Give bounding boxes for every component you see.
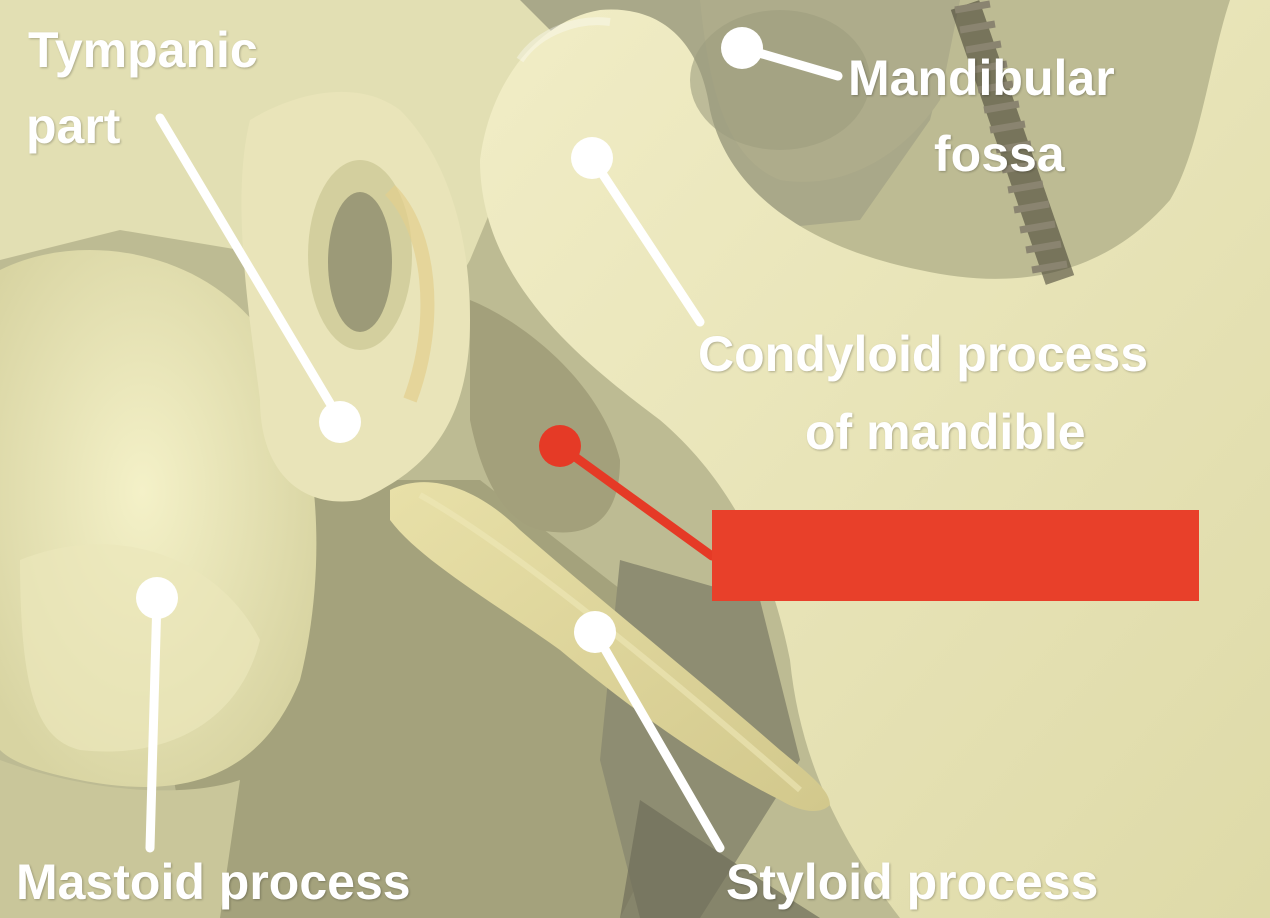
- tympanic-part-pointer-dot: [319, 401, 361, 443]
- tympanic-part-label-line1: Tympanic: [28, 22, 258, 78]
- condyloid-pointer-dot: [571, 137, 613, 179]
- tympanic-part-label-line2: part: [26, 98, 121, 154]
- tympanic-part-pointer-line: [155, 113, 345, 425]
- mandibular-fossa-label-line1: Mandibular: [848, 50, 1115, 106]
- hidden-label-pointer-dot: [539, 425, 581, 467]
- styloid-process-label: Styloid process: [726, 854, 1099, 910]
- hidden-label-pointer-line: [555, 441, 717, 561]
- mastoid-process-label: Mastoid process: [16, 854, 411, 910]
- answer-cover-box[interactable]: [712, 510, 1199, 601]
- mandibular-fossa-pointer-dot: [721, 27, 763, 69]
- styloid-pointer-dot: [574, 611, 616, 653]
- condyloid-pointer-line: [587, 153, 705, 327]
- condyloid-process-label-line2: of mandible: [805, 404, 1086, 460]
- styloid-pointer-line: [590, 627, 725, 853]
- mandibular-fossa-label-line2: fossa: [934, 126, 1065, 182]
- mastoid-pointer-line: [145, 593, 162, 853]
- mastoid-pointer-dot: [136, 577, 178, 619]
- condyloid-process-label-line1: Condyloid process: [698, 326, 1149, 382]
